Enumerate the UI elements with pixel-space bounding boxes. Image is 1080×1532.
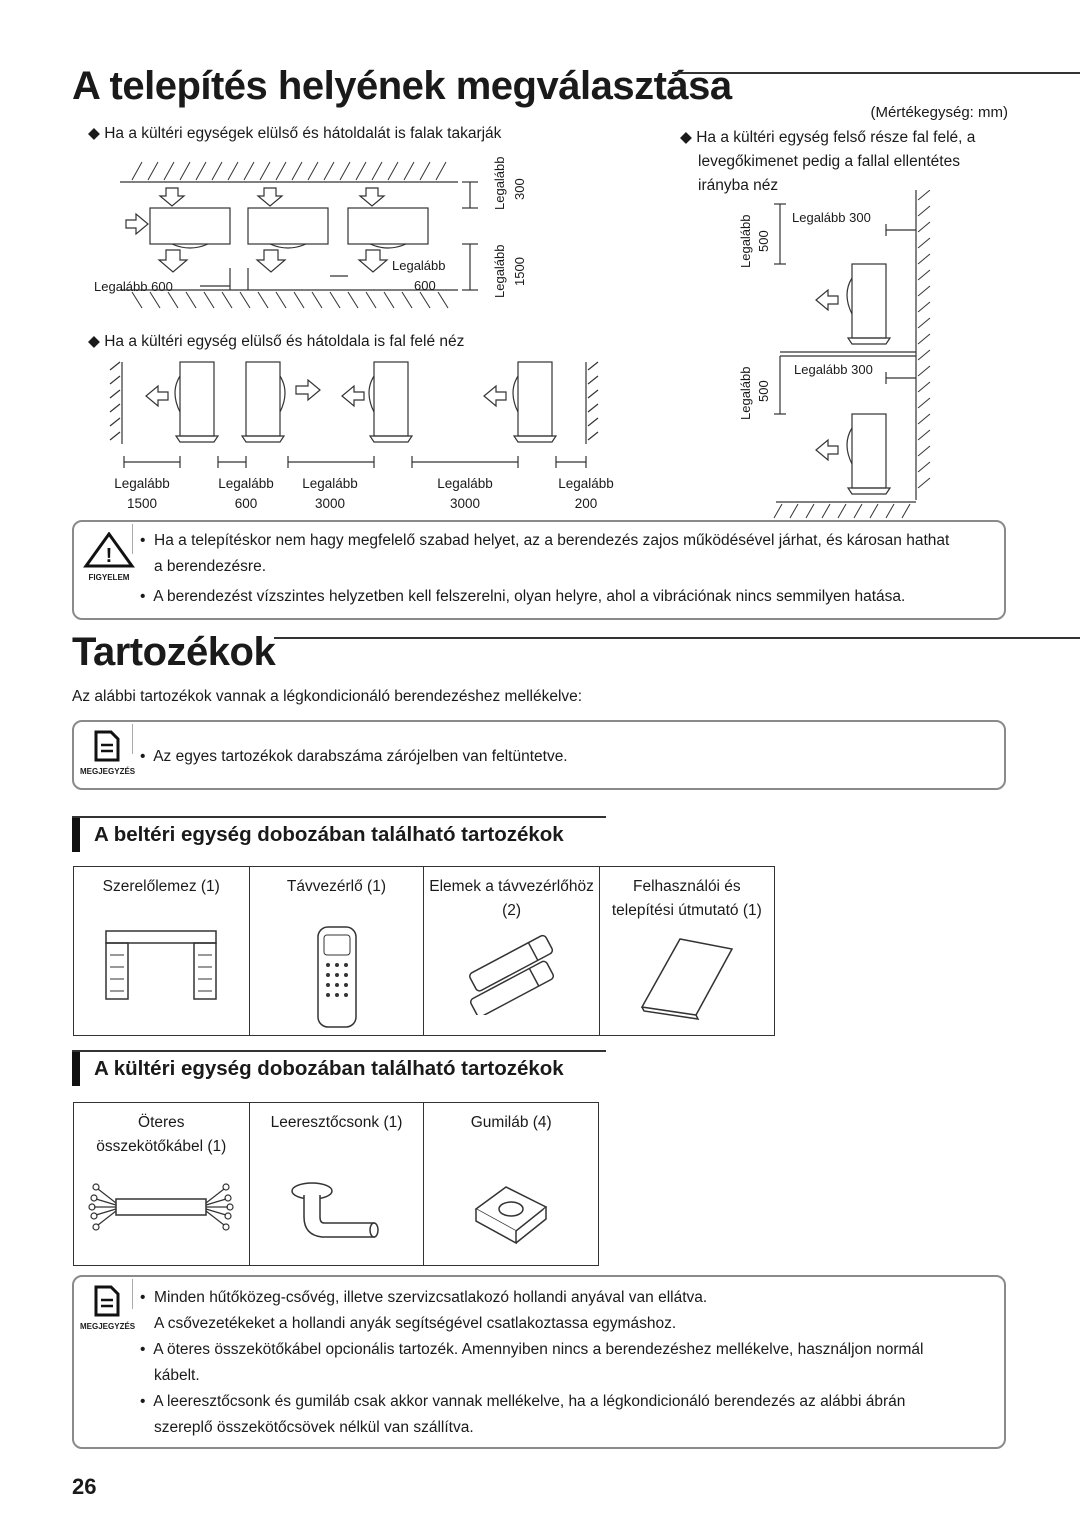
diagram-b: Legalább 1500 Legalább 600 Legalább 3000… [109, 361, 614, 511]
note-icon: MEGJEGYZÉS [80, 1285, 136, 1331]
dim-value: 3000 [315, 496, 345, 511]
warning-text: • Ha a telepítéskor nem hagy megfelelő s… [140, 532, 950, 605]
dim-label: Legalább 600 [94, 279, 173, 294]
outdoor-item-drain-plug: Leeresztőcsonk (1) [248, 1102, 425, 1266]
warning-icon: ! FIGYELEM [82, 531, 136, 582]
remote-control-icon [317, 926, 358, 1028]
title-rule [274, 637, 1080, 639]
section-title-installation: A telepítés helyének megválasztása [72, 64, 732, 108]
diagram-c: Legalább 300 Legalább 500 Legalább 300 L… [738, 190, 931, 519]
dim-label: Legalább [218, 476, 274, 491]
dim-value: 600 [414, 278, 436, 293]
subheading-rule [72, 816, 606, 818]
note-divider [132, 1279, 133, 1309]
dim-label: Legalább [114, 476, 170, 491]
manual-icon [640, 938, 733, 1020]
dim-label: Legalább [392, 258, 446, 273]
indoor-item-batteries: Elemek a távvezérlőhöz(2) [423, 866, 600, 1036]
section-title-accessories: Tartozékok [72, 630, 276, 674]
warning-box: ! FIGYELEM • Ha a telepítéskor nem hagy … [72, 520, 1006, 620]
svg-text:!: ! [106, 545, 113, 567]
dim-label: Legalább [302, 476, 358, 491]
dim-label: Legalább [492, 245, 507, 299]
indoor-item-mounting-plate: Szerelőlemez (1) [73, 866, 250, 1036]
rubber-foot-icon [474, 1186, 548, 1245]
page-number: 26 [72, 1474, 97, 1499]
note-icon: MEGJEGYZÉS [80, 730, 136, 776]
dim-value: 600 [235, 496, 258, 511]
diagram-c-caption: ◆ Ha a kültéri egység felső része fal fe… [680, 129, 976, 194]
warning-divider [132, 524, 133, 554]
unit-note: (Mértékegység: mm) [870, 104, 1008, 121]
note-text: • Az egyes tartozékok darabszáma zárójel… [140, 748, 568, 765]
outdoor-item-rubber-foot: Gumiláb (4) [423, 1102, 599, 1266]
diagram-b-caption: ◆ Ha a kültéri egység elülső és hátoldal… [88, 333, 465, 350]
dim-label: Legalább 300 [792, 210, 871, 225]
drain-plug-icon [290, 1182, 379, 1238]
dim-label: Legalább [738, 367, 753, 421]
batteries-icon [468, 934, 554, 1018]
diagram-a: Legalább 300 Legalább 1500 Legalább 600 … [94, 157, 527, 309]
accessories-intro: Az alábbi tartozékok vannak a légkondici… [72, 688, 583, 705]
diagram-a-caption: ◆ Ha a kültéri egységek elülső és hátold… [88, 125, 502, 142]
title-rule [672, 72, 1080, 74]
dim-label: Legalább 300 [794, 362, 873, 377]
dim-value: 300 [512, 178, 527, 200]
note-box-1: MEGJEGYZÉS • Az egyes tartozékok darabsz… [72, 720, 1006, 790]
note-divider [132, 724, 133, 754]
note-text: • Minden hűtőközeg-csővég, illetve szerv… [140, 1289, 924, 1436]
dim-label: Legalább [558, 476, 614, 491]
dim-value: 500 [756, 380, 771, 402]
indoor-heading: A beltéri egység dobozában található tar… [72, 818, 564, 852]
note-box-2: MEGJEGYZÉS • Minden hűtőközeg-csővég, il… [72, 1275, 1006, 1449]
dim-value: 500 [756, 230, 771, 252]
dim-label: Legalább [738, 215, 753, 269]
cable-icon [88, 1183, 234, 1231]
dim-label: Legalább [492, 157, 507, 211]
note-label: MEGJEGYZÉS [80, 1322, 136, 1331]
note-label: MEGJEGYZÉS [80, 767, 136, 776]
indoor-item-remote: Távvezérlő (1) [248, 866, 425, 1036]
diamond-bullet-icon: ◆ [88, 333, 100, 350]
subheading-rule [72, 1050, 606, 1052]
dim-value: 3000 [450, 496, 480, 511]
dim-label: Legalább [437, 476, 493, 491]
dim-value: 200 [575, 496, 598, 511]
dim-value: 1500 [127, 496, 157, 511]
diamond-bullet-icon: ◆ [88, 125, 100, 142]
diamond-bullet-icon: ◆ [680, 129, 692, 146]
indoor-accessories-table: Szerelőlemez (1) Távvezérlő (1) [73, 866, 776, 1036]
dim-value: 1500 [512, 257, 527, 286]
outdoor-heading: A kültéri egység dobozában található tar… [72, 1052, 564, 1086]
warning-label: FIGYELEM [88, 573, 130, 582]
mounting-plate-icon [105, 930, 217, 1000]
